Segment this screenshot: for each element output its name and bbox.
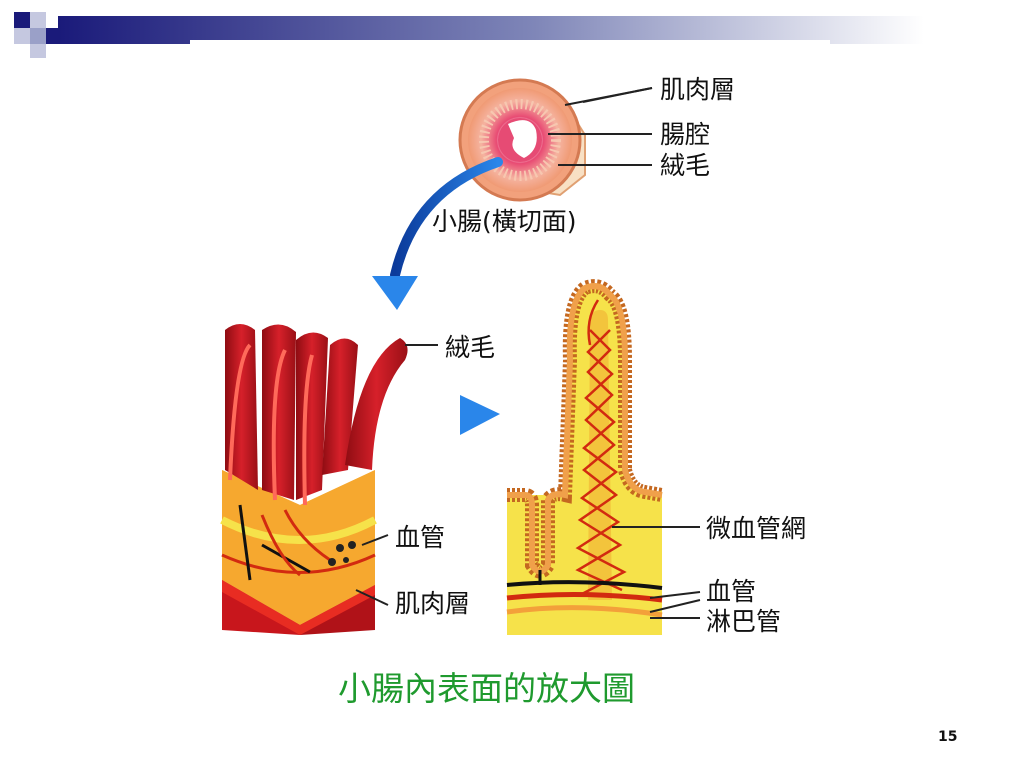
right-arrow-icon — [305, 395, 500, 435]
label-right-blood-vessel: 血管 — [706, 577, 756, 606]
label-cross-villi: 絨毛 — [660, 151, 710, 180]
curved-arrow-icon — [372, 157, 503, 310]
label-left-blood-vessel: 血管 — [395, 523, 445, 552]
villi-block-leader-lines — [355, 344, 438, 606]
label-cross-section-caption: 小腸(橫切面) — [432, 207, 577, 236]
cross-section-leader-lines — [548, 87, 653, 166]
label-capillary-network: 微血管網 — [706, 514, 806, 543]
diagram-caption: 小腸內表面的放大圖 — [338, 669, 635, 708]
label-villi: 絨毛 — [445, 333, 495, 362]
villus-leader-lines — [612, 526, 701, 619]
single-villus-illustration — [506, 279, 664, 635]
intestine-cross-section — [458, 78, 586, 202]
villi-block-illustration — [220, 324, 408, 635]
page-number: 15 — [938, 729, 957, 745]
label-lumen: 腸腔 — [660, 120, 710, 149]
label-left-muscle-layer: 肌肉層 — [395, 589, 470, 618]
label-lymph-vessel: 淋巴管 — [706, 607, 781, 636]
label-cross-muscle-layer: 肌肉層 — [660, 75, 735, 104]
slide-header-decoration — [14, 12, 924, 58]
